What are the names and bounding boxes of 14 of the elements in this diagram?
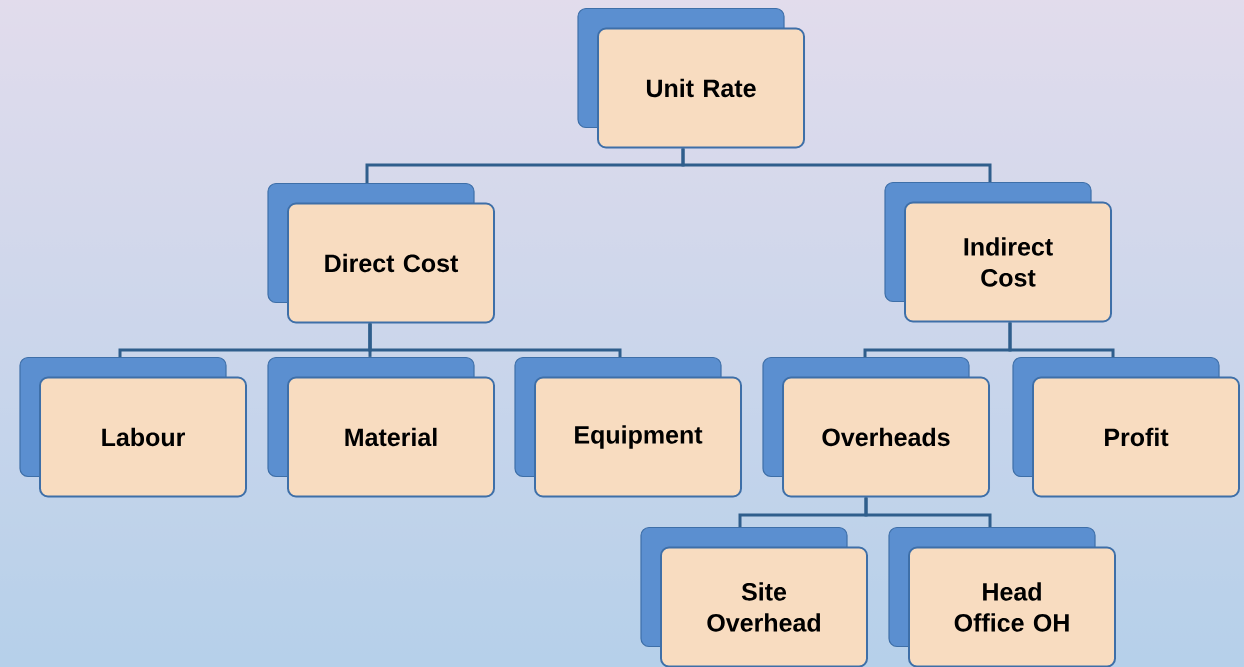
hierarchy-box: Indirect Cost (884, 181, 1112, 323)
hierarchy-box: Head Office OH (888, 526, 1116, 667)
connector-line (864, 497, 992, 527)
hierarchy-box: Unit Rate (577, 7, 805, 149)
hierarchy-box: Site Overhead (640, 526, 868, 667)
connector-line (681, 148, 992, 182)
connector-line (1008, 322, 1115, 357)
hierarchy-box: Profit (1012, 356, 1240, 498)
hierarchy-box: Material (267, 356, 495, 498)
hierarchy-box: Labour (19, 356, 247, 498)
hierarchy-box: Equipment (514, 356, 742, 498)
hierarchy-box: Direct Cost (267, 182, 495, 324)
hierarchy-box: Overheads (762, 356, 990, 498)
connector-line (368, 323, 622, 357)
